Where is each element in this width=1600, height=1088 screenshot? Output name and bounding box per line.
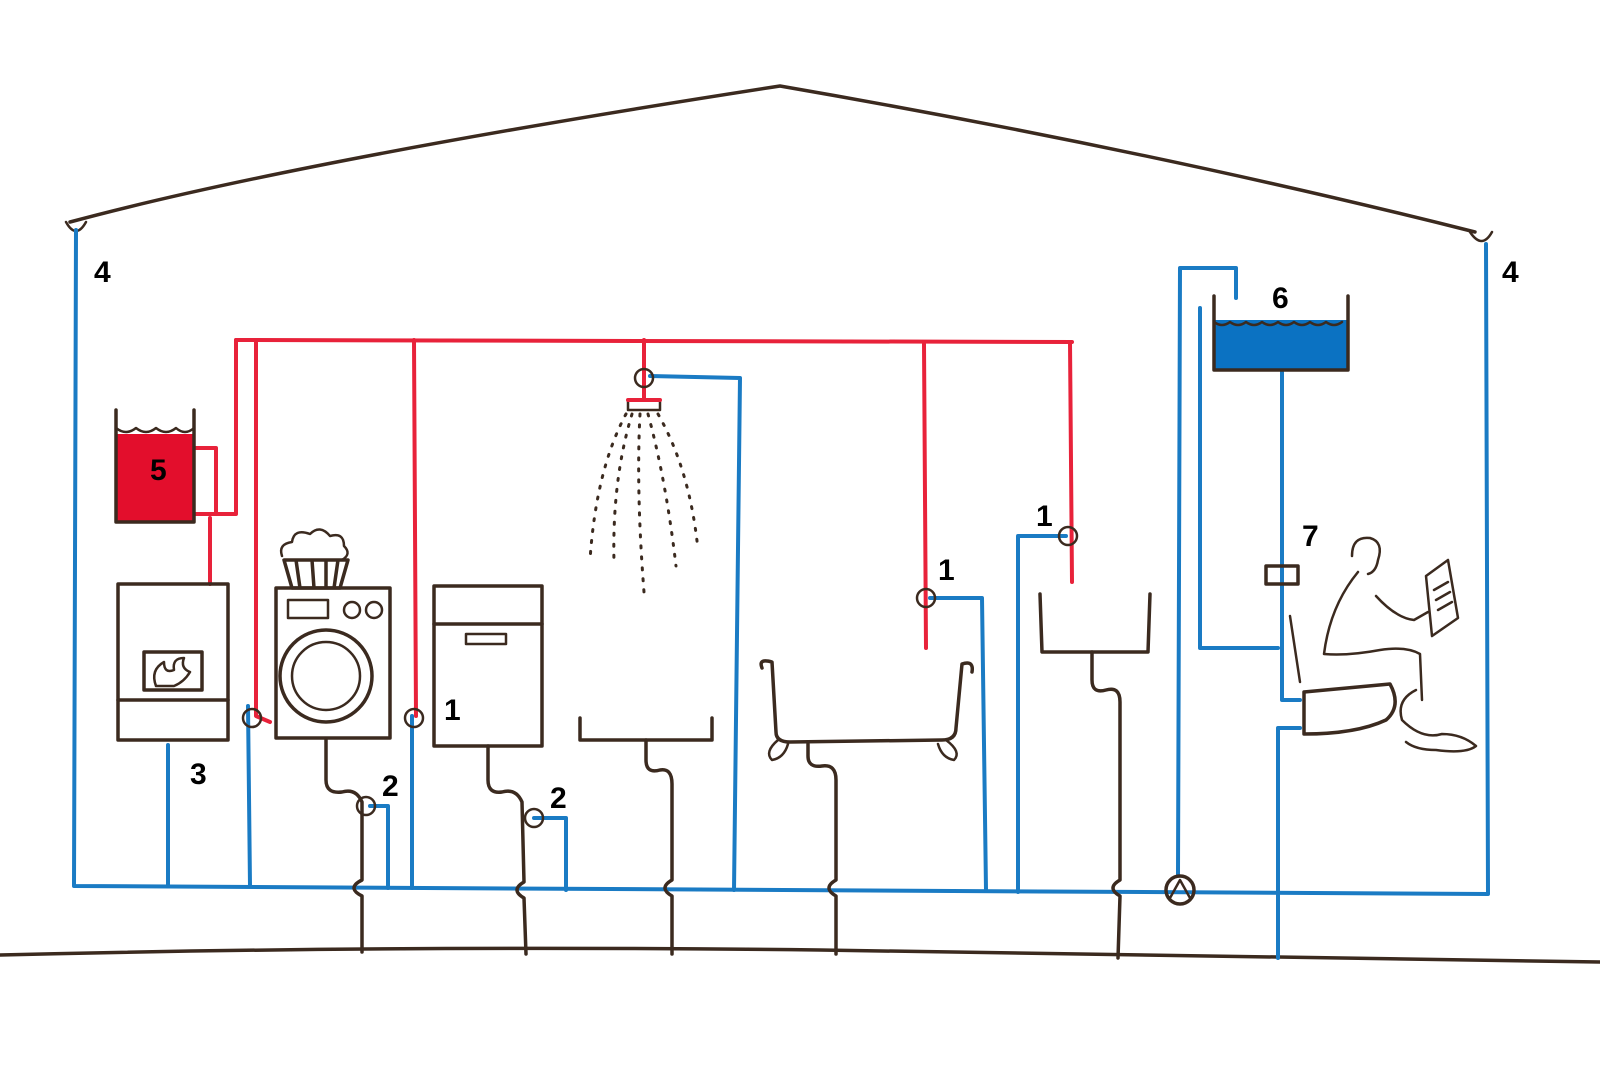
washer-knob-1 bbox=[342, 600, 362, 620]
label-trap-washer: 2 bbox=[382, 770, 399, 803]
label-heater: 3 bbox=[190, 758, 207, 791]
valve-sink-icon bbox=[1057, 525, 1079, 547]
bathtub-foot-left bbox=[767, 738, 790, 762]
toilet bbox=[1264, 564, 1397, 736]
shower-drain bbox=[644, 738, 674, 956]
label-valve-washer: 1 bbox=[444, 694, 461, 727]
label-rainwater-inlet-left: 4 bbox=[94, 256, 111, 289]
bathtub-body bbox=[759, 659, 975, 744]
feed-bath bbox=[928, 596, 988, 892]
valve-washer-icon bbox=[241, 707, 263, 729]
sink-basin bbox=[1038, 592, 1152, 654]
ground-line bbox=[0, 946, 1600, 964]
label-rainwater-inlet-right: 4 bbox=[1502, 256, 1519, 289]
hot-main bbox=[234, 338, 1074, 344]
bathtub-foot-right bbox=[936, 738, 958, 762]
toilet-seat-back bbox=[1288, 614, 1302, 684]
feed-trap-washer bbox=[368, 804, 390, 890]
shower bbox=[578, 398, 714, 956]
trap-washer-icon bbox=[355, 795, 377, 817]
roof-line bbox=[68, 84, 1477, 234]
laundry-clothes-icon bbox=[279, 528, 349, 562]
shower-spray-icon bbox=[588, 412, 700, 594]
washer-knob-2 bbox=[364, 600, 384, 620]
dishwasher-drain bbox=[486, 744, 528, 956]
boiler-body bbox=[116, 434, 194, 522]
valve-dishwasher-icon bbox=[403, 707, 425, 729]
shower-tray bbox=[578, 716, 714, 742]
valves bbox=[241, 367, 1196, 906]
trap-dishwasher-icon bbox=[523, 807, 545, 829]
laundry-basket-icon bbox=[282, 558, 350, 590]
dishwasher-handle bbox=[464, 632, 508, 646]
feed-sink bbox=[1016, 534, 1068, 894]
boiler-tank bbox=[114, 408, 196, 524]
tank-water bbox=[1214, 320, 1348, 370]
heater-window bbox=[142, 650, 204, 692]
label-rain-tank: 6 bbox=[1272, 282, 1289, 315]
feed-shower bbox=[648, 374, 742, 892]
cistern-valve-icon bbox=[1264, 564, 1300, 586]
label-valve-bath: 1 bbox=[938, 554, 955, 587]
gutter-right-icon bbox=[1468, 230, 1494, 243]
tank-downpipe bbox=[1280, 368, 1302, 702]
label-boiler-tank: 5 bbox=[150, 454, 167, 487]
feed-washer bbox=[246, 704, 252, 888]
person-reading-icon bbox=[1322, 536, 1478, 753]
hot-dishwasher bbox=[412, 338, 418, 718]
dishwasher bbox=[432, 584, 544, 956]
tank-outline bbox=[1212, 294, 1350, 372]
boiler-outline bbox=[114, 408, 196, 524]
feed-trap-dishwasher bbox=[532, 816, 568, 892]
bathtub-drain bbox=[806, 742, 838, 956]
hot-bath bbox=[922, 342, 928, 650]
labels: 4 4 5 3 6 7 1 1 1 2 2 bbox=[94, 256, 1519, 815]
washer-body bbox=[274, 586, 392, 740]
tank-waterline bbox=[1212, 320, 1344, 327]
pump-symbol bbox=[1168, 878, 1192, 900]
hot-water-pipes bbox=[194, 338, 1074, 724]
bathtub bbox=[759, 659, 975, 956]
downpipe-left bbox=[72, 228, 1490, 896]
rainwater-tank bbox=[1212, 294, 1350, 372]
sink-drain bbox=[1090, 650, 1122, 960]
tank-to-toilet bbox=[1198, 306, 1280, 650]
washer-drum bbox=[290, 640, 362, 712]
flame-icon bbox=[153, 656, 192, 688]
house-outline bbox=[0, 84, 1600, 964]
hot-boiler-loop bbox=[194, 446, 218, 516]
label-toilet-cistern: 7 bbox=[1302, 520, 1319, 553]
heater bbox=[116, 582, 230, 742]
hot-boiler-riser bbox=[214, 338, 238, 516]
sink bbox=[1038, 592, 1152, 960]
valve-bath-icon bbox=[915, 587, 937, 609]
pump-riser bbox=[1176, 266, 1238, 876]
valve-hot-main-icon bbox=[633, 367, 655, 389]
label-trap-dishwasher: 2 bbox=[550, 782, 567, 815]
hot-washer bbox=[254, 338, 272, 724]
cold-water-pipes bbox=[72, 228, 1490, 960]
boiler-waterline bbox=[114, 426, 196, 434]
washer-panel bbox=[286, 598, 330, 620]
washer-drain bbox=[324, 738, 364, 954]
washer-door-icon bbox=[278, 628, 374, 724]
toilet-bowl bbox=[1302, 682, 1397, 736]
label-valve-sink: 1 bbox=[1036, 500, 1053, 533]
toilet-drain bbox=[1276, 726, 1302, 960]
hot-sink bbox=[1068, 340, 1074, 584]
washing-machine bbox=[274, 528, 392, 954]
pump-icon bbox=[1164, 874, 1196, 906]
heater-body bbox=[116, 582, 230, 742]
